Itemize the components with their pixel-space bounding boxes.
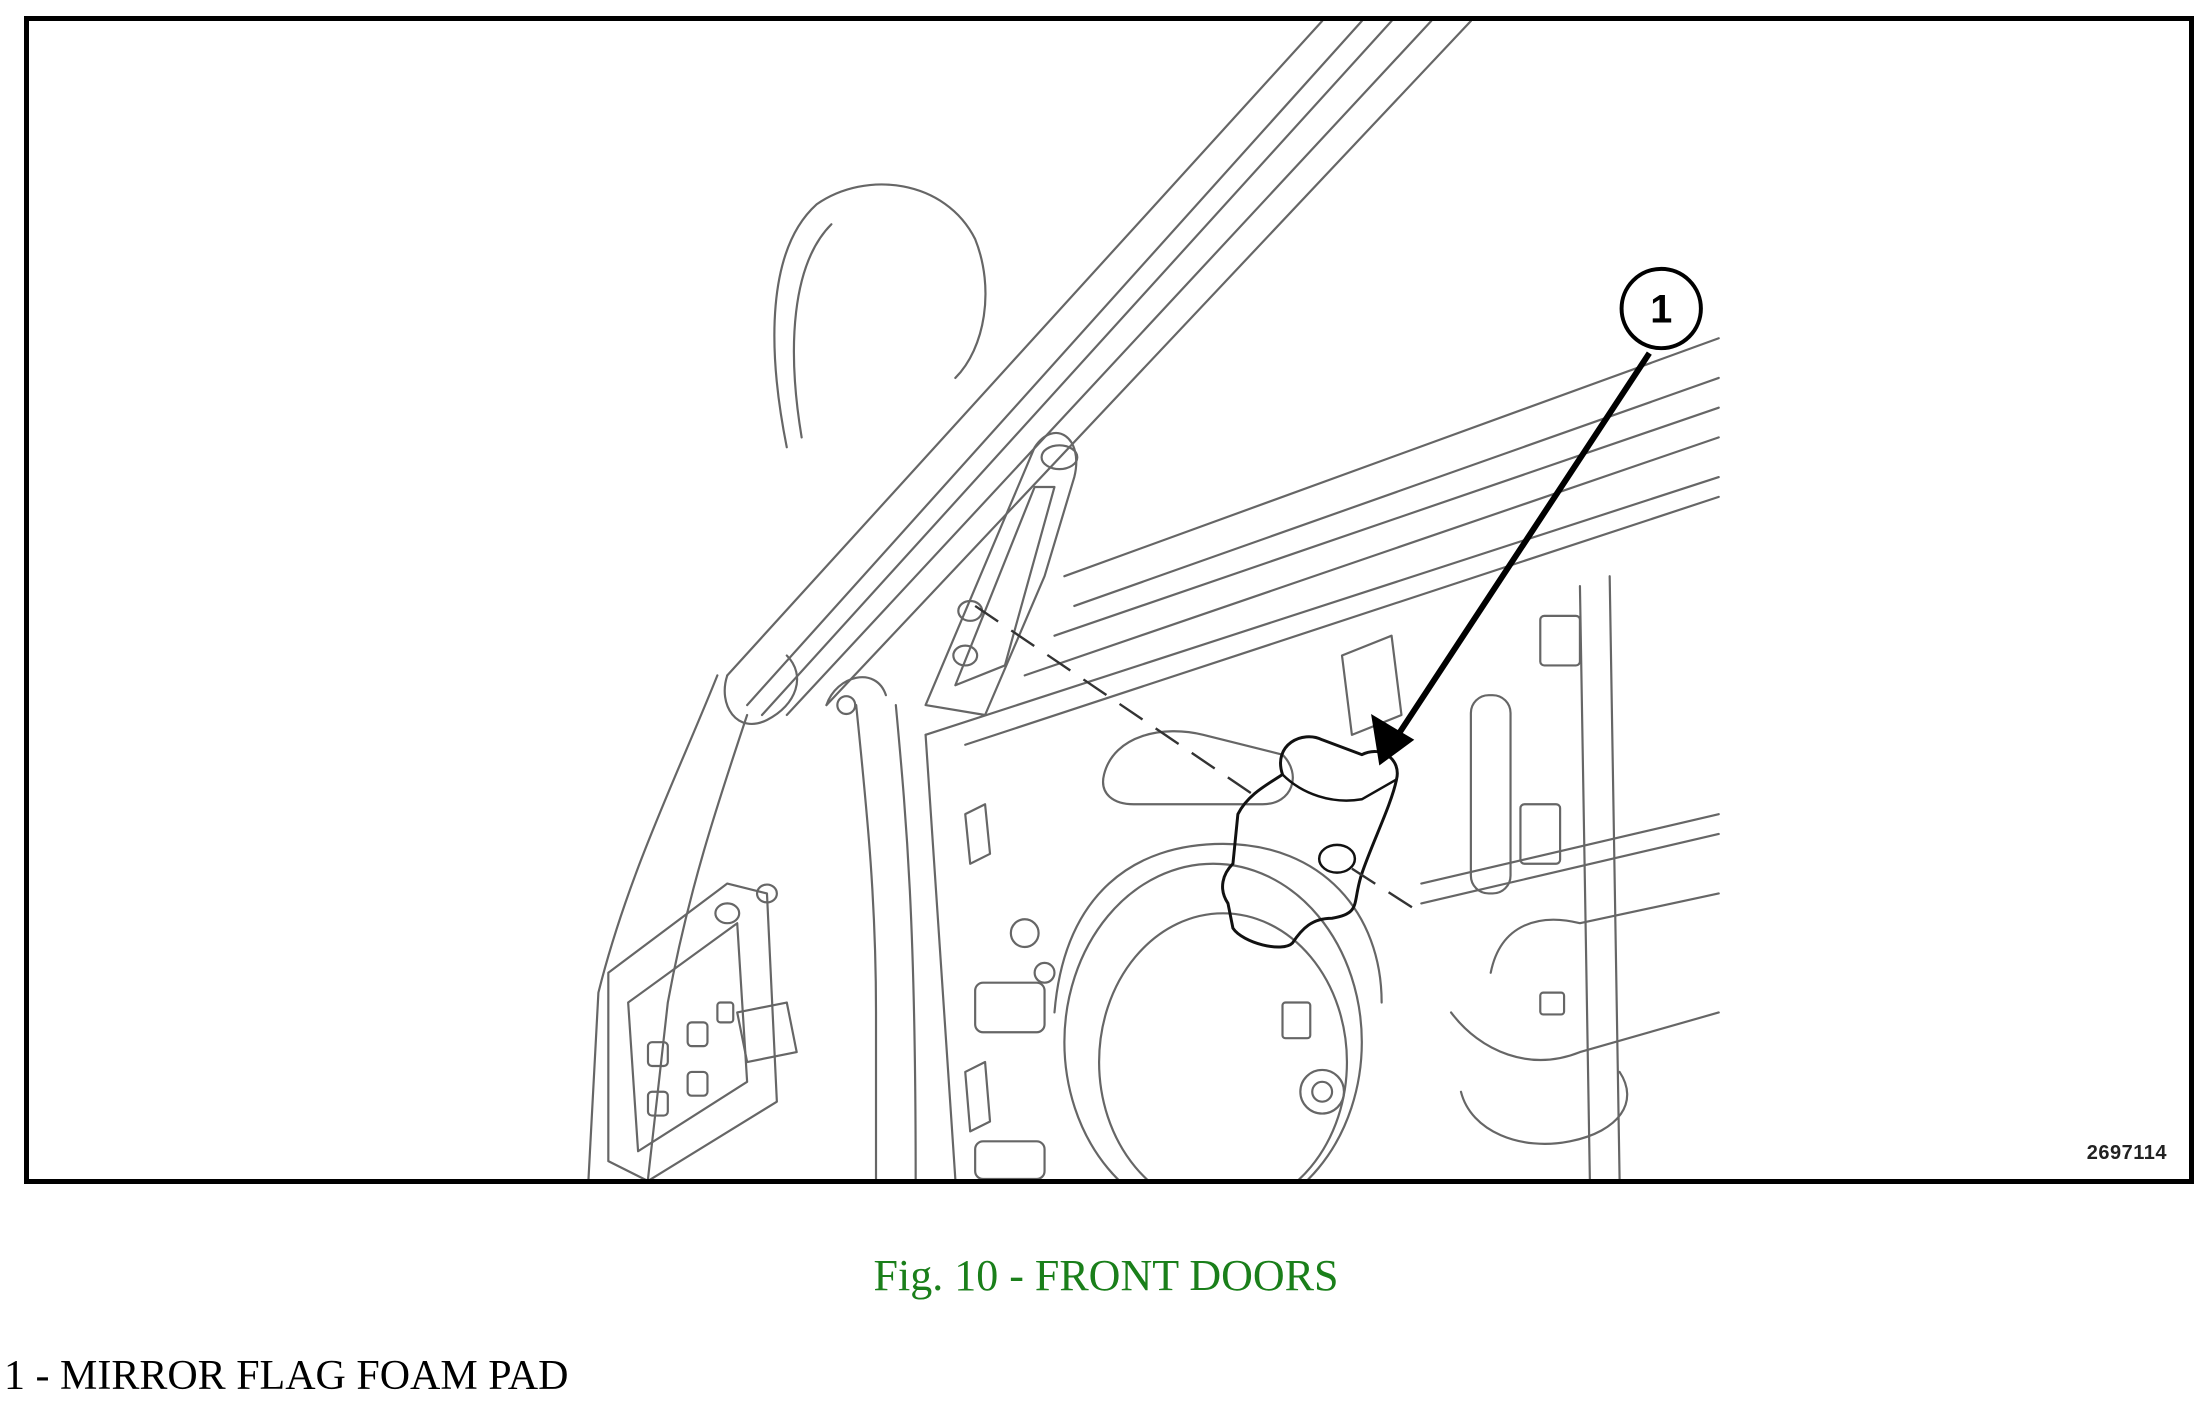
panel-cutout-5 <box>1340 634 1403 736</box>
headrest-outline <box>773 183 987 449</box>
panel-cutout-3 <box>1519 803 1562 865</box>
glass-run-end2 <box>825 676 888 707</box>
glass-run-2 <box>760 21 1393 717</box>
door-front-edge-4 <box>894 704 917 1179</box>
belt-line-4 <box>1023 436 1720 677</box>
lower-cutout-2 <box>1449 1011 1720 1061</box>
speaker-opening <box>1063 862 1363 1179</box>
belt-line-3 <box>1053 406 1720 637</box>
panel-vertical-2 <box>1608 575 1621 1179</box>
mount-hole <box>836 695 857 716</box>
inner-panel-top <box>924 475 1720 736</box>
lower-cutout-3 <box>1459 1070 1629 1145</box>
small-slot-2 <box>964 1060 992 1133</box>
lower-cutout-1 <box>1489 892 1720 974</box>
hinge-plate-inner <box>627 922 749 1153</box>
panel-hole-2 <box>1311 1080 1334 1103</box>
small-rect-2 <box>974 1140 1046 1179</box>
panel-cutout-1 <box>1539 614 1582 667</box>
callout-arrowhead <box>1371 714 1415 766</box>
callout-leader <box>1389 351 1652 747</box>
inner-panel-left <box>924 733 957 1179</box>
panel-cutout-2 <box>1469 694 1512 895</box>
belt-line-1 <box>1063 337 1720 578</box>
door-illustration: 1 <box>587 21 1720 1179</box>
foam-pad-top-face <box>1281 773 1398 802</box>
inner-panel-ledge <box>964 495 1720 746</box>
hinge-slot-4 <box>686 1070 709 1097</box>
panel-cutout-4 <box>1102 730 1294 806</box>
belt-line-2 <box>1073 376 1720 608</box>
speaker-surround <box>1053 842 1383 1014</box>
panel-cutout-7 <box>1539 991 1566 1016</box>
mirror-flag-mount <box>924 432 1078 717</box>
glass-run-end <box>723 654 799 726</box>
alignment-line-upper <box>974 604 1254 796</box>
figure-caption: Fig. 10 - FRONT DOORS <box>873 1251 1339 1300</box>
mirror-flag-foam-pad <box>1221 735 1399 949</box>
glass-run-1 <box>746 21 1363 707</box>
door-front-edge-2 <box>646 713 749 1179</box>
door-front-edge <box>587 674 719 1179</box>
figure-reference-number: 2697114 <box>2086 1142 2167 1164</box>
glass-run-3 <box>785 21 1433 717</box>
hinge-pin <box>736 1001 798 1064</box>
alignment-line-lower <box>1351 867 1422 915</box>
hinge-slot-5 <box>716 1001 735 1024</box>
callout-circle <box>1619 266 1703 351</box>
legend-item: 1 - MIRROR FLAG FOAM PAD <box>4 1353 569 1399</box>
small-slot-1 <box>964 803 992 865</box>
panel-hole-1 <box>1299 1068 1346 1115</box>
door-front-edge-3 <box>855 704 878 1179</box>
lower-rail-2 <box>1420 832 1720 905</box>
mirror-flag-mount-inner <box>954 485 1056 687</box>
hinge-slot-3 <box>646 1090 669 1117</box>
hinge-bolt <box>714 902 741 925</box>
panel-vertical-1 <box>1578 585 1591 1179</box>
small-hole-2 <box>1033 961 1056 984</box>
foam-pad-hole <box>1317 843 1357 874</box>
speaker-opening-inner <box>1098 912 1348 1179</box>
hinge-slot-1 <box>646 1041 669 1068</box>
small-hole-1 <box>1009 918 1040 949</box>
glass-run-4 <box>825 21 1472 707</box>
headrest-inner <box>792 223 833 439</box>
lower-rail-1 <box>1420 813 1720 885</box>
glass-run-outer <box>726 21 1324 677</box>
figure-legend: 1 - MIRROR FLAG FOAM PAD <box>4 1352 568 1400</box>
hinge-slot-2 <box>686 1021 709 1048</box>
panel-cutout-6 <box>1281 1001 1312 1040</box>
mount-stud-3 <box>952 644 979 667</box>
hinge-bolt-2 <box>755 883 778 904</box>
mount-stud-1 <box>1040 444 1079 471</box>
mount-stud-2 <box>957 599 984 622</box>
figure-frame: 1 2697114 <box>24 16 2194 1184</box>
small-rect-1 <box>974 981 1046 1034</box>
hinge-plate <box>607 882 778 1179</box>
callout-number: 1 <box>1650 287 1672 331</box>
